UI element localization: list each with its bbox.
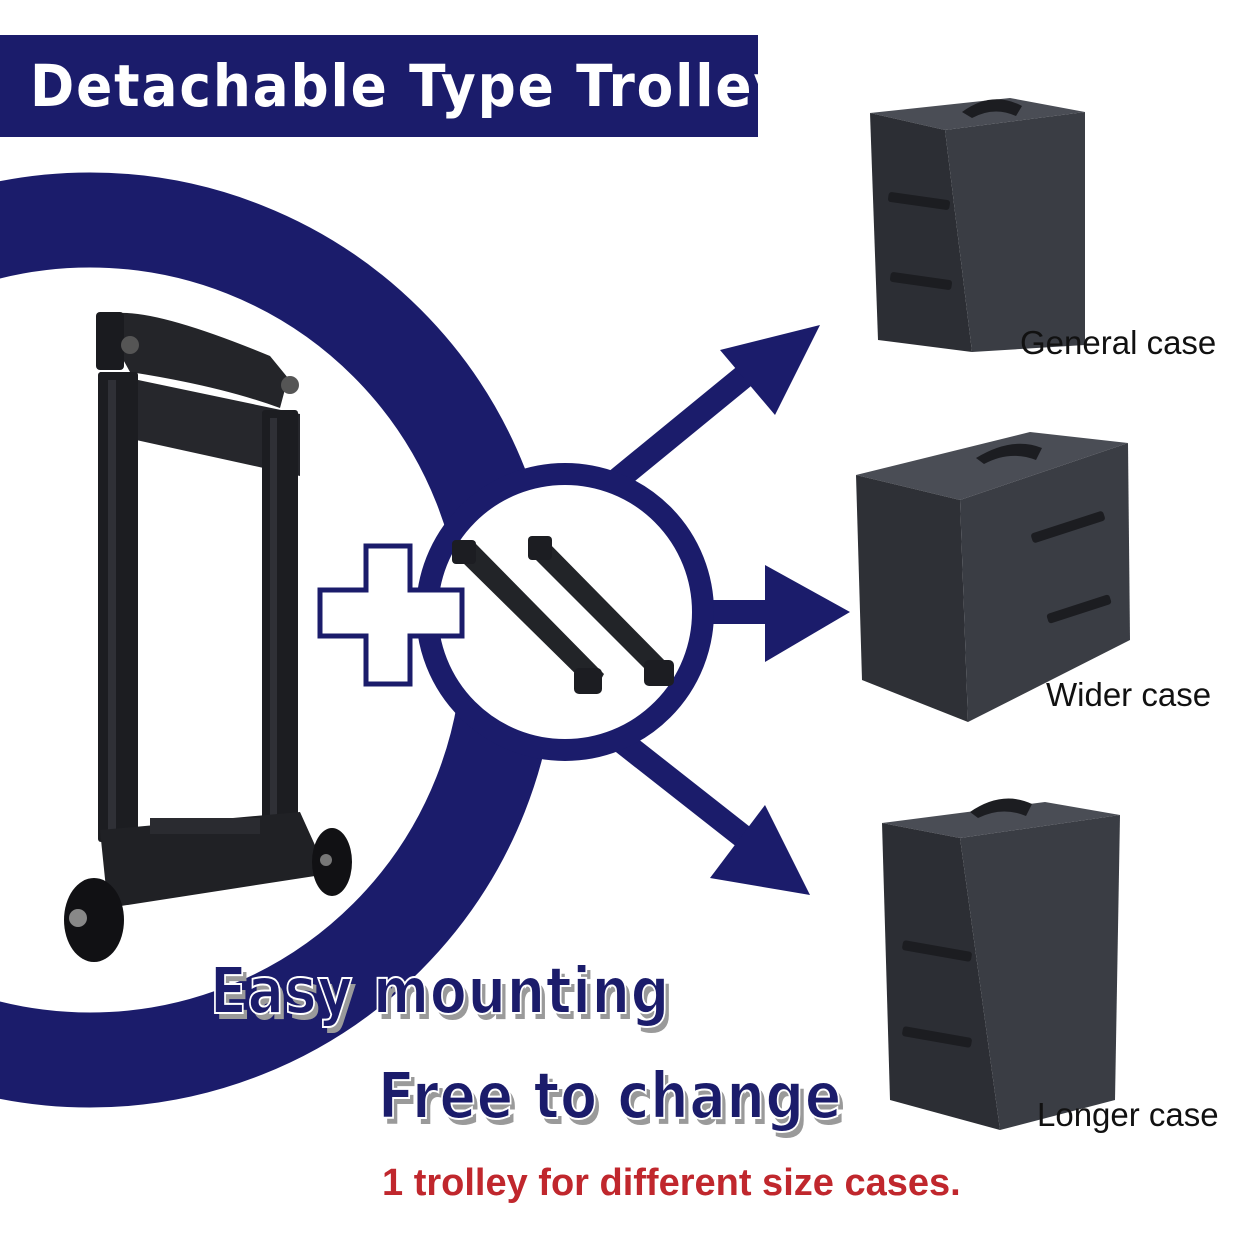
slogan-easy-mounting: Easy mounting — [209, 954, 671, 1030]
plus-icon — [317, 543, 465, 687]
arrow-to-general-case-icon — [597, 325, 820, 500]
arrow-to-longer-case-icon — [612, 730, 810, 895]
general-case-label: General case — [1020, 324, 1217, 361]
page-title: Detachable Type Trolley — [30, 52, 791, 120]
longer-case-image — [882, 798, 1120, 1130]
wider-case-image — [856, 432, 1130, 722]
title-banner: Detachable Type Trolley — [0, 35, 788, 137]
longer-case-label: Longer case — [1037, 1096, 1219, 1133]
general-case-image — [870, 98, 1085, 352]
trolley-image — [64, 312, 352, 962]
slogan-free-to-change: Free to change — [377, 1059, 843, 1135]
arrow-to-wider-case-icon — [700, 565, 850, 662]
tagline: 1 trolley for different size cases. — [382, 1162, 961, 1204]
wider-case-label: Wider case — [1046, 676, 1212, 713]
bracket-circle — [416, 463, 714, 761]
mounting-bracket-icon — [452, 536, 674, 694]
